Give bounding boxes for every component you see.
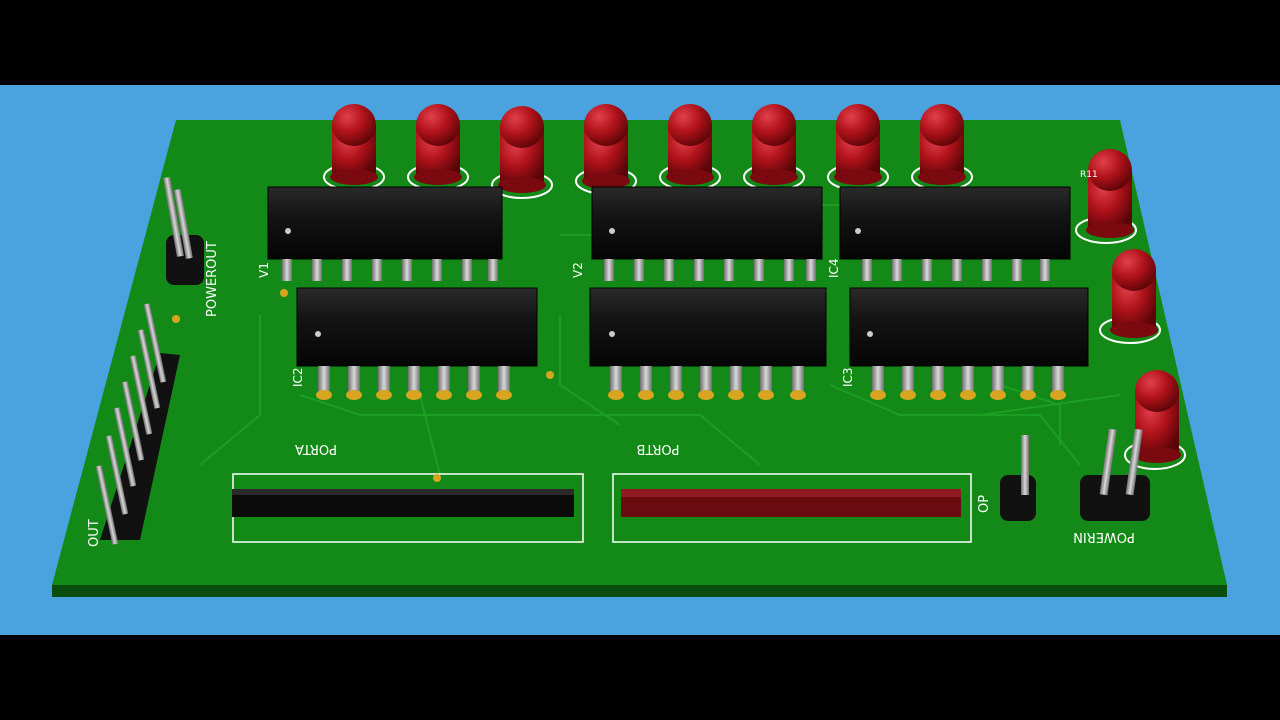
label-porta: PORTA (295, 441, 337, 456)
led-row (323, 104, 1186, 470)
led-9 (1075, 149, 1137, 244)
led-11 (1124, 370, 1186, 470)
label-poweroutlabel: POWEROUT (205, 241, 220, 317)
led-10 (1099, 249, 1161, 344)
label-portb: PORTB (636, 441, 679, 456)
label-ic2: IC2 (291, 367, 305, 387)
label-r11: R11 (1080, 170, 1098, 180)
label-out: OUT (87, 519, 102, 547)
label-op: OP (977, 495, 992, 513)
ic-v2 (591, 186, 823, 281)
led-5 (659, 104, 721, 191)
ic-ic3 (849, 287, 1089, 400)
led-3 (491, 106, 553, 199)
vias (172, 289, 554, 482)
pcb-render: V1 V2 IC4 IC2 IC3 POWEROUT OUT PORTA POR… (52, 104, 1227, 597)
ic-ic4 (839, 186, 1071, 281)
header-strip-portb (621, 489, 961, 517)
pcb-3d-viewport: V1 V2 IC4 IC2 IC3 POWEROUT OUT PORTA POR… (0, 85, 1280, 635)
led-1 (323, 104, 385, 191)
label-powerin: POWERIN (1073, 529, 1135, 544)
ic-chips (267, 186, 1089, 400)
label-ic3: IC3 (841, 367, 855, 387)
label-v2: V2 (571, 262, 585, 278)
led-4 (575, 104, 637, 195)
op-connector (1000, 435, 1036, 521)
ic-v1 (267, 186, 503, 281)
led-7 (827, 104, 889, 191)
out-connector (95, 303, 180, 545)
label-ic4: IC4 (827, 258, 841, 278)
powerin-connector (1080, 428, 1150, 521)
poweroutlabel-connector (163, 176, 204, 285)
label-v1: V1 (257, 262, 271, 278)
led-6 (743, 104, 805, 191)
ic-ic2 (296, 287, 538, 400)
ic-ic-middle (589, 287, 827, 400)
header-strip-porta (232, 489, 574, 517)
led-8 (911, 104, 973, 191)
pcb-edge (52, 585, 1227, 597)
led-2 (407, 104, 469, 191)
